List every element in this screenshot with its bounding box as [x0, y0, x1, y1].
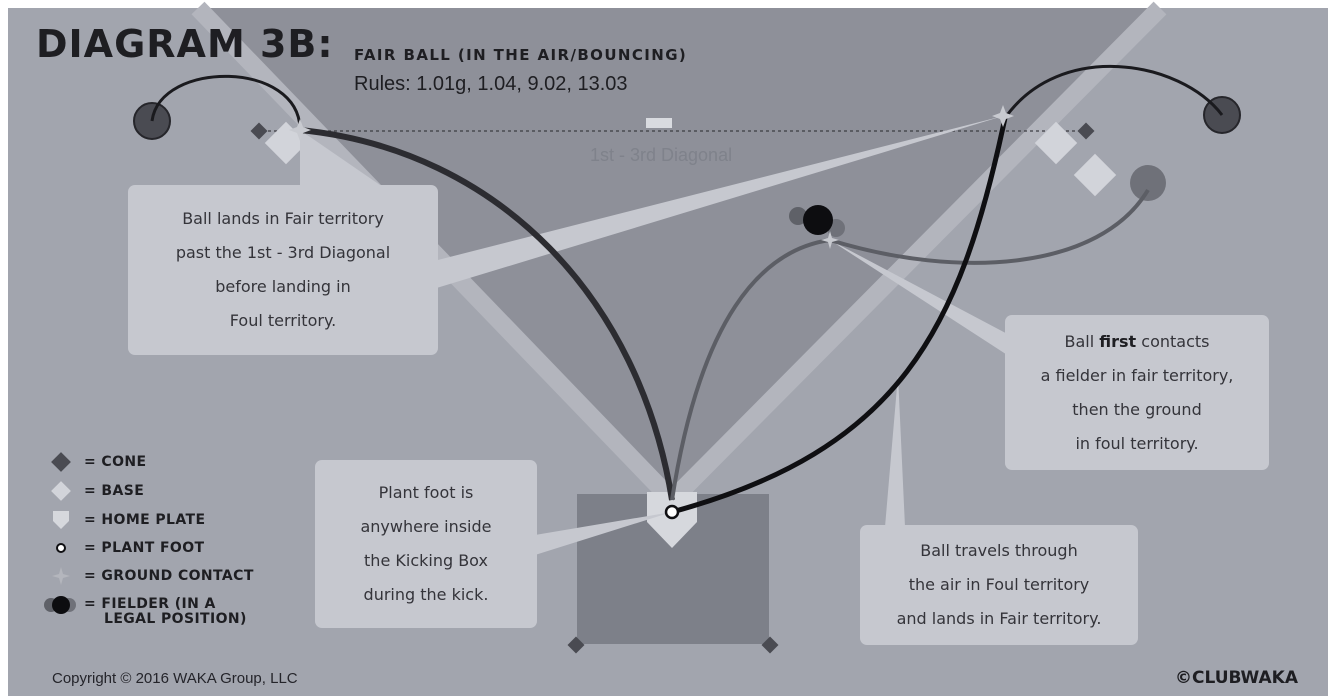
legend-item-ground-contact: = GROUND CONTACT [50, 565, 254, 587]
callout-fielder: Ball first contacts a fielder in fair te… [1005, 315, 1269, 470]
plant-foot-icon [50, 537, 98, 559]
callout-plant-foot: Plant foot is anywhere inside the Kickin… [315, 460, 537, 628]
ground-contact-icon [50, 565, 98, 587]
ground-contact-third [289, 119, 311, 141]
callout-line: the Kicking Box [364, 551, 488, 570]
cone-box-right [761, 636, 779, 654]
pointer-foul-air [885, 375, 905, 527]
legend-label: = GROUND CONTACT [84, 567, 254, 584]
pitching-strip [646, 118, 672, 128]
cone-box-left [567, 636, 585, 654]
legend-item-base: = BASE [50, 480, 144, 502]
pointer-fair-territory-base [300, 130, 380, 185]
callout-line: then the ground [1072, 399, 1202, 419]
ground-contact-fielder [821, 231, 839, 249]
callout-line: Foul territory. [229, 311, 337, 330]
pointer-plant-foot [535, 512, 672, 555]
fielder-icon [44, 594, 98, 616]
diagonal-label: 1st - 3rd Diagonal [590, 145, 733, 165]
callout-line: anywhere inside [360, 517, 492, 536]
first-base [1034, 121, 1078, 165]
callout-line: Plant foot is [378, 483, 474, 502]
cone-first [1077, 122, 1095, 140]
legend-label: = CONE [84, 453, 147, 470]
legend-item-home-plate: = HOME PLATE [50, 509, 205, 531]
home-plate-icon [50, 509, 98, 531]
legend-item-plant-foot: = PLANT FOOT [50, 537, 204, 559]
trajectory-third-arc [150, 74, 302, 131]
callout-foul-air: Ball travels through the air in Foul ter… [860, 525, 1138, 645]
trajectory-third-line [299, 127, 675, 501]
legend-item-cone: = CONE [50, 451, 146, 473]
base-icon [50, 480, 98, 502]
fielder-shadow-left [789, 207, 807, 225]
callout-fair-territory: Ball lands in Fair territory past the 1s… [128, 185, 438, 355]
legend-label: = FIELDER (IN A LEGAL POSITION) [84, 597, 247, 627]
trajectory-first-arc [1003, 64, 1224, 119]
callout-text: Ball [1064, 331, 1100, 351]
legend-item-fielder: = FIELDER (IN A LEGAL POSITION) [44, 594, 247, 628]
callout-line: the air in Foul territory [908, 575, 1090, 594]
trajectory-first-big [671, 117, 1008, 515]
callout-line: and lands in Fair territory. [896, 609, 1102, 628]
callout-line: in foul territory. [1075, 433, 1199, 453]
rules-reference: Rules: 1.01g, 1.04, 9.02, 13.03 [354, 73, 628, 95]
copyright-notice: Copyright © 2016 WAKA Group, LLC [52, 670, 298, 687]
cone-icon [50, 451, 98, 473]
legend-label-line: LEGAL POSITION) [104, 611, 247, 627]
callout-line: during the kick. [363, 585, 489, 604]
fielder-center [803, 205, 833, 235]
legend-label: = PLANT FOOT [84, 539, 205, 556]
callout-line: Ball lands in Fair territory [182, 209, 384, 228]
plant-foot-marker [664, 504, 680, 520]
callout-line: Ball first contacts [1065, 325, 1210, 359]
pointer-fair-territory [430, 116, 1003, 290]
cone-third [250, 122, 268, 140]
pointer-fielder [830, 240, 1015, 360]
first-base-foul-line [665, 1, 1167, 507]
callout-emphasis: first [1099, 331, 1137, 351]
legend-label: = HOME PLATE [84, 511, 206, 528]
diagram-subtitle: FAIR BALL (IN THE AIR/BOUNCING) [354, 46, 688, 64]
diagram-title: DIAGRAM 3B: [36, 22, 334, 66]
callout-line: a fielder in fair territory, [1040, 365, 1234, 385]
callout-line: Ball travels through [920, 541, 1078, 560]
callout-line: past the 1st - 3rd Diagonal [175, 243, 391, 262]
fielder-right [1130, 165, 1166, 201]
trajectory-fielder-to-right [829, 188, 1150, 265]
callout-line: before landing in [215, 277, 351, 296]
legend-label-line: = FIELDER (IN A [84, 596, 216, 612]
first-base-extra [1073, 153, 1117, 197]
callout-text: contacts [1136, 331, 1210, 351]
trajectory-fair-to-foul [670, 238, 831, 501]
legend-label: = BASE [84, 482, 145, 499]
ground-contact-first [992, 105, 1014, 127]
brand-logo: ©CLUBWAKA [1175, 668, 1299, 688]
